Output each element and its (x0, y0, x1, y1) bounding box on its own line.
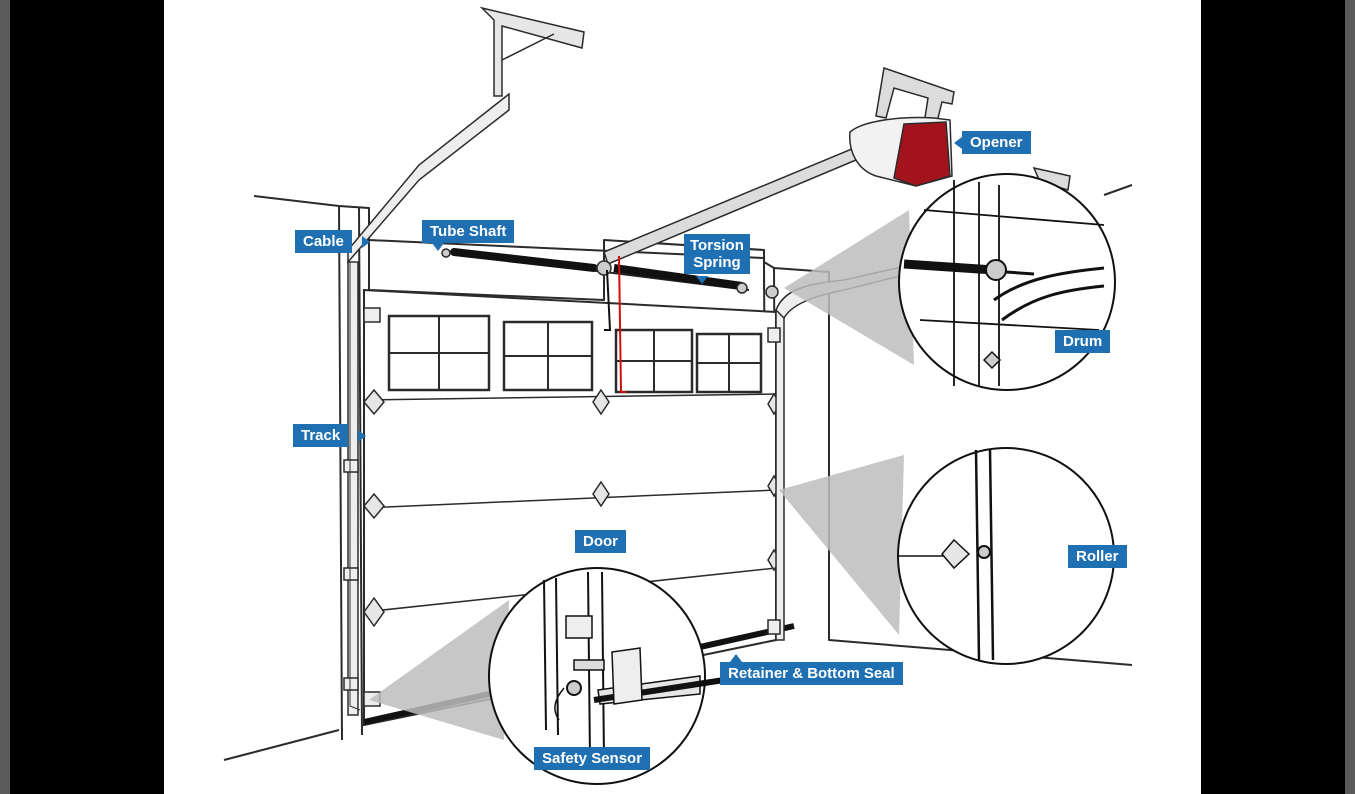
door-section-line-1 (363, 393, 777, 401)
right-vertical-track (775, 309, 785, 641)
tube-shaft-label-pointer (432, 243, 444, 251)
cable-label-pointer (362, 236, 370, 248)
garage-door-diagram: Cable Tube Shaft Torsion Spring Opener D… (164, 0, 1201, 794)
diagram-illustration (223, 6, 1133, 785)
torsion-spring-label-pointer (696, 276, 708, 284)
opener-unit (849, 116, 953, 187)
door-section-line-2 (363, 489, 777, 509)
roller-label: Roller (1068, 545, 1127, 568)
safety-sensor-label: Safety Sensor (534, 747, 651, 770)
tube-shaft-label: Tube Shaft (422, 220, 515, 243)
video-frame-right-edge (1345, 0, 1355, 794)
drum-label: Drum (1055, 330, 1111, 353)
left-wall-line (223, 195, 340, 761)
right-hanger (1032, 166, 1071, 191)
opener-label-pointer (954, 137, 962, 149)
drum-callout-shadow (784, 210, 914, 365)
release-cord (618, 255, 626, 393)
door-label: Door (575, 530, 626, 553)
roller-callout-shadow (779, 455, 904, 635)
torsion-spring-label: Torsion Spring (684, 234, 750, 274)
left-jamb (338, 205, 363, 741)
video-frame-left-edge (0, 0, 10, 794)
cable-label: Cable (295, 230, 352, 253)
torsion-spring (613, 264, 743, 290)
retainer-label-pointer (730, 654, 742, 662)
track-label: Track (293, 424, 349, 447)
torsion-spring-label-line1: Torsion (690, 237, 744, 254)
torsion-spring-label-line2: Spring (693, 254, 741, 271)
cable-line (349, 262, 361, 711)
retainer-bottom-seal-label: Retainer & Bottom Seal (720, 662, 903, 685)
track-label-pointer (358, 430, 366, 442)
roller-callout (897, 447, 1115, 665)
sensor-callout-shadow (369, 600, 509, 740)
tube-shaft-rod (450, 248, 598, 272)
left-ceiling-hanger (479, 6, 585, 97)
drum-callout (898, 173, 1116, 391)
safety-sensor-callout (488, 567, 725, 785)
opener-label: Opener (962, 131, 1031, 154)
